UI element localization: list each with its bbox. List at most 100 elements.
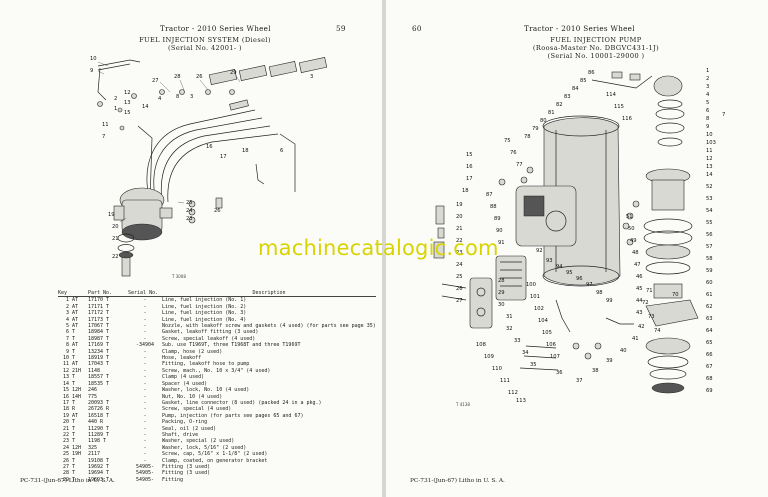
callout-number: 77	[516, 162, 523, 168]
left-running-header: Tractor - 2010 Series Wheel	[160, 24, 271, 33]
callout-number: 35	[530, 362, 537, 368]
row-part-no: 17171 T	[88, 303, 110, 310]
callout-number: 90	[496, 228, 503, 234]
row-key: 17	[62, 399, 69, 406]
row-part-no: 2117	[88, 451, 101, 458]
svg-text:12: 12	[124, 90, 131, 96]
row-prefix: AT	[72, 412, 79, 419]
parts-table-header: Key Part No. Serial No. Description	[58, 290, 376, 298]
callout-number: 82	[556, 102, 563, 108]
book-gutter	[382, 0, 386, 497]
callout-number: 107	[550, 354, 560, 360]
row-serial-no: -	[143, 310, 147, 317]
row-serial-no: -	[143, 412, 147, 419]
row-prefix: 12H	[72, 444, 82, 451]
svg-text:29: 29	[230, 70, 237, 76]
row-part-no: 19692 T	[88, 463, 110, 470]
callout-number: 37	[576, 378, 583, 384]
left-title-line2: (Serial No. 42001- )	[167, 44, 243, 52]
callout-number: 64	[706, 328, 713, 334]
row-description: Fitting (3 used)	[162, 470, 211, 477]
callout-number: 16	[466, 164, 473, 170]
callout-number: 116	[622, 116, 632, 122]
svg-text:14: 14	[142, 104, 149, 110]
row-part-no: 18987 T	[88, 335, 110, 342]
callout-number: 13	[706, 164, 713, 170]
row-key: 11	[62, 361, 69, 368]
svg-text:21: 21	[112, 236, 119, 242]
callout-number: 114	[606, 92, 617, 98]
row-description: Gasket, leakoff fitting (3 used)	[162, 329, 259, 336]
callout-number: 99	[606, 298, 613, 304]
row-key: 3	[65, 310, 69, 317]
svg-text:11: 11	[102, 122, 109, 128]
row-description: Seal, oil (2 used)	[162, 425, 217, 432]
row-key: 27	[62, 463, 69, 470]
row-part-no: 19693 T	[88, 476, 110, 483]
callout-number: 69	[706, 388, 713, 394]
row-serial-no: -	[143, 367, 147, 374]
row-serial-no: -	[143, 361, 147, 368]
callout-number: 89	[494, 216, 501, 222]
svg-text:26: 26	[214, 208, 221, 214]
callout-number: 43	[636, 310, 643, 316]
callout-number: 23	[456, 250, 463, 256]
callout-number: 53	[706, 196, 713, 202]
callout-number: 41	[632, 336, 639, 342]
row-serial-no: -	[143, 335, 147, 342]
row-serial-no: -	[143, 431, 147, 438]
callout-number: 65	[706, 340, 713, 346]
row-description: Packing, O-ring	[162, 419, 208, 426]
left-figure-id: T 3008	[172, 274, 186, 279]
row-serial-no: -	[143, 393, 147, 400]
row-description: Gasket, line connector (8 used) (packed …	[162, 399, 322, 406]
callout-number: 31	[506, 314, 513, 320]
callout-number: 85	[580, 78, 587, 84]
callout-number: 47	[634, 262, 641, 268]
row-serial-no: -	[143, 374, 147, 381]
row-part-no: 13234 T	[88, 348, 110, 355]
row-key: 4	[65, 316, 69, 323]
left-footer: PC-731-(Jun-67) Litho in U. S. A.	[20, 478, 115, 484]
row-description: Spacer (4 used)	[162, 380, 208, 387]
left-title-line1: FUEL INJECTION SYSTEM (Diesel)	[139, 36, 271, 44]
row-serial-no: -34904	[135, 342, 155, 349]
callout-number: 49	[630, 238, 637, 244]
row-serial-no: 54905-	[135, 463, 155, 470]
svg-text:3: 3	[190, 94, 193, 100]
callout-number: 79	[532, 126, 539, 132]
callout-number: 97	[586, 282, 593, 288]
callout-number: 108	[476, 342, 486, 348]
row-prefix: T	[72, 329, 76, 336]
right-running-header: Tractor - 2010 Series Wheel	[524, 24, 635, 33]
fuel-injection-system-diagram: 10 9 27 28 26 29 3 8 3 4 12 13 14 15 2 1…	[90, 56, 328, 277]
callout-number: 104	[538, 318, 549, 324]
right-title-line2: (Roosa-Master No. DBGVC431-1J)	[532, 44, 660, 52]
svg-text:6: 6	[280, 148, 283, 154]
row-key: 14	[62, 380, 69, 387]
row-prefix: T	[72, 431, 76, 438]
row-description: Hose, leakoff	[162, 355, 202, 362]
svg-text:24: 24	[186, 208, 193, 214]
row-prefix: T	[72, 335, 76, 342]
row-serial-no: -	[143, 444, 147, 451]
row-prefix: T	[72, 380, 76, 387]
row-key: 20	[62, 419, 69, 426]
callout-number: 68	[706, 376, 713, 382]
callout-number: 100	[526, 282, 536, 288]
callout-number: 28	[498, 278, 505, 284]
row-key: 22	[62, 431, 69, 438]
row-prefix: AT	[72, 316, 79, 323]
callout-number: 14	[706, 172, 713, 178]
left-figure-title: FUEL INJECTION SYSTEM (Diesel) (Serial N…	[110, 36, 300, 52]
